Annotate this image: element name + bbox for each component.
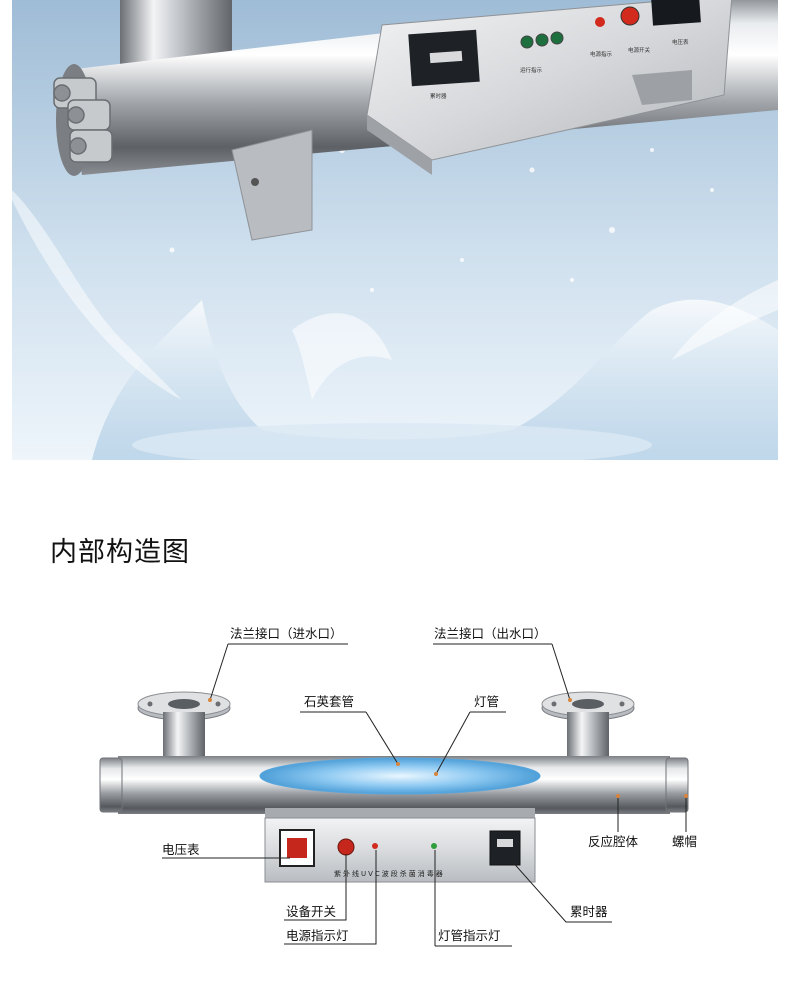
lamp-indicator bbox=[431, 843, 437, 849]
leader-lines bbox=[162, 643, 687, 947]
power-indicator-light bbox=[595, 17, 605, 27]
control-panel: 紫外线UVC波段杀菌消毒器 bbox=[264, 817, 536, 883]
label-power-indicator: 电源指示灯 bbox=[286, 928, 349, 943]
end-fittings bbox=[53, 77, 113, 163]
outlet-flange bbox=[541, 691, 635, 758]
voltmeter-face bbox=[287, 838, 307, 858]
run-indicator-caption: 运行指示 bbox=[520, 66, 543, 74]
counter-caption: 累时器 bbox=[430, 92, 447, 100]
label-voltmeter: 电压表 bbox=[162, 842, 200, 857]
label-device-switch: 设备开关 bbox=[286, 904, 336, 919]
bracket-hole bbox=[251, 178, 259, 186]
mount-bracket bbox=[231, 129, 313, 241]
water-splash bbox=[12, 147, 778, 460]
right-leg bbox=[632, 70, 692, 105]
left-end-cap bbox=[99, 757, 123, 813]
control-box: 累时器 运行指示 电源指示 电源开关 电压表 bbox=[366, 0, 733, 175]
run-indicator-lights bbox=[520, 31, 564, 49]
label-quartz-sleeve: 石英套管 bbox=[304, 694, 354, 709]
label-screw-cap: 螺帽 bbox=[672, 834, 697, 849]
hero-illustration: 累时器 运行指示 电源指示 电源开关 电压表 bbox=[12, 0, 778, 460]
internal-structure-diagram: 紫外线UVC波段杀菌消毒器 bbox=[0, 600, 790, 1004]
leader-dots bbox=[208, 698, 688, 798]
power-switch-caption: 电源开关 bbox=[628, 46, 651, 54]
label-flange-outlet: 法兰接口（出水口） bbox=[434, 626, 547, 641]
panel-caption: 紫外线UVC波段杀菌消毒器 bbox=[334, 869, 445, 878]
label-reaction-chamber: 反应腔体 bbox=[588, 834, 639, 849]
quartz-sleeve-lamp bbox=[259, 757, 541, 795]
product-hero-image: 累时器 运行指示 电源指示 电源开关 电压表 bbox=[12, 0, 778, 460]
label-lamp-tube: 灯管 bbox=[474, 694, 499, 709]
voltmeter-caption: 电压表 bbox=[672, 38, 689, 46]
right-end-cap bbox=[665, 757, 689, 813]
voltmeter-display bbox=[651, 0, 701, 26]
hour-counter-window bbox=[497, 839, 513, 847]
label-lamp-indicator: 灯管指示灯 bbox=[438, 928, 501, 943]
power-indicator bbox=[372, 843, 378, 849]
label-hour-counter: 累时器 bbox=[570, 904, 608, 919]
section-title: 内部构造图 bbox=[50, 537, 190, 568]
power-switch[interactable] bbox=[620, 6, 640, 26]
counter-display bbox=[408, 29, 480, 87]
hour-counter bbox=[489, 830, 521, 866]
inlet-flange bbox=[137, 691, 231, 758]
device-switch[interactable] bbox=[337, 838, 355, 856]
power-indicator-caption: 电源指示 bbox=[590, 50, 613, 58]
label-flange-inlet: 法兰接口（进水口） bbox=[230, 626, 343, 641]
